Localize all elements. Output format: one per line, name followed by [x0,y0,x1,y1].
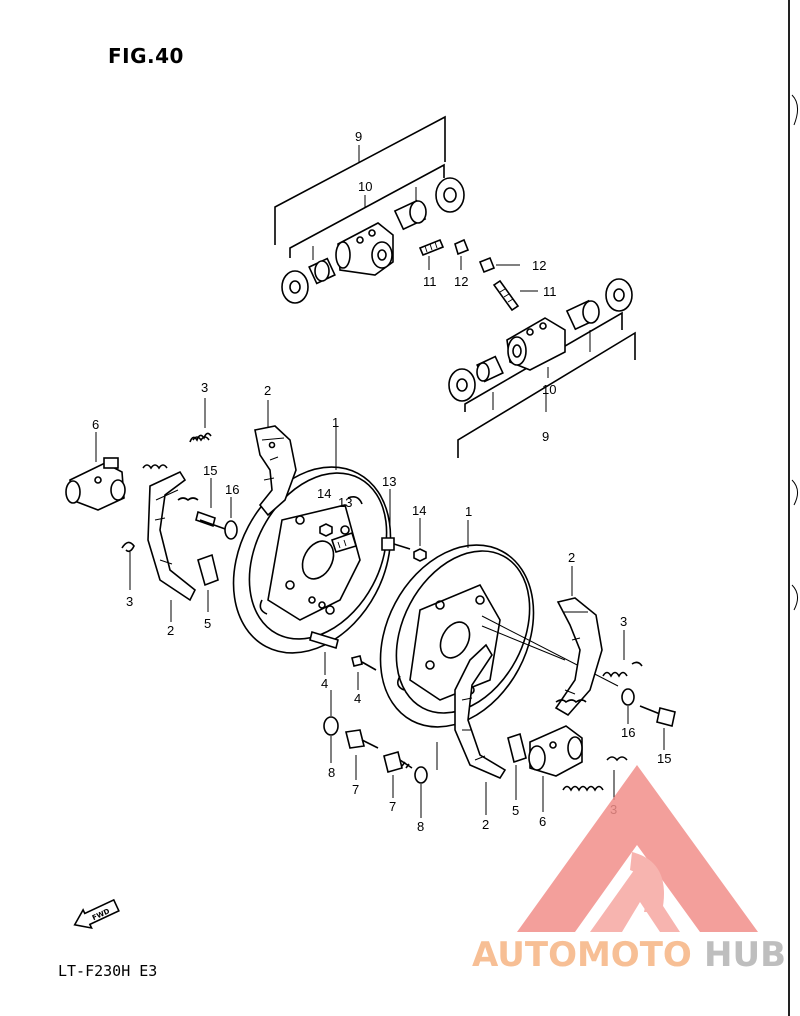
left-nut-14 [319,523,333,537]
left-spring-lower [121,541,135,590]
callout-9: 9 [355,129,362,144]
left-washer-16 [224,497,238,540]
callout-10: 10 [542,382,556,397]
right-washer-16 [621,688,635,724]
upper-boot-right [435,177,465,213]
callout-6: 6 [92,417,99,432]
right-bolt-15 [639,705,676,750]
right-washer-8 [414,766,428,818]
left-brake-shoe-lower [147,470,199,602]
upper-cylinder-body [335,222,394,276]
left-brake-assembly [65,398,427,780]
lower-bleeder-screw [492,279,538,312]
callout-13: 13 [338,495,352,510]
lower-piston-left [476,355,504,383]
left-retainer-pin [197,553,219,612]
right-brake-shoe-upper [554,597,603,717]
callout-1: 1 [465,504,472,519]
right-spring-upper [602,630,643,678]
callout-15: 15 [657,751,671,766]
callout-3: 3 [126,594,133,609]
callout-12: 12 [454,274,468,289]
callout-2: 2 [568,550,575,565]
left-nut-14b [413,518,427,562]
callout-6: 6 [539,814,546,829]
leader-line [481,625,566,661]
watermark-text-automoto: AUTOMOTO [472,935,692,975]
callout-14: 14 [412,503,426,518]
automotohub-logo-icon [517,765,758,932]
left-bolt-13b [381,489,411,551]
callout-7: 7 [352,782,359,797]
right-bolt-7 [383,751,413,798]
left-brake-shoe-upper [254,425,297,517]
model-code: LT-F230H E3 [58,962,158,980]
left-brake-panel [232,466,392,654]
lower-boot-right [605,278,633,312]
callout-11: 11 [423,274,437,289]
upper-bleeder-cap [454,238,470,270]
left-bolt-7 [345,729,379,780]
callout-3: 3 [201,380,208,395]
callout-5: 5 [204,616,211,631]
callout-8: 8 [328,765,335,780]
callout-5: 5 [512,803,519,818]
callout-14: 14 [317,486,331,501]
left-anchor-pin-4b [351,655,377,690]
upper-piston-right [393,199,427,231]
upper-bleeder-screw [418,238,445,270]
right-wheel-cylinder [528,725,583,812]
bracket-9-upper [274,115,446,245]
figure-title: FIG.40 [108,44,184,68]
callout-1: 1 [332,415,339,430]
callout-4: 4 [354,691,361,706]
left-washer-8 [323,690,339,763]
upper-piston-left [308,257,336,285]
upper-boot-left [281,270,309,304]
right-retainer-pin [507,732,527,800]
lower-boot-left [448,368,476,402]
callout-3: 3 [620,614,627,629]
page-edge-mark [791,479,798,506]
callout-10: 10 [358,179,372,194]
callout-7: 7 [389,799,396,814]
lower-piston-right [565,299,600,331]
page-edge-mark [791,94,798,126]
callout-16: 16 [621,725,635,740]
watermark-text-hub: HUB [704,935,786,975]
callout-labels: 9 10 11 12 12 11 10 9 3 2 1 6 15 16 14 1… [92,129,671,834]
left-bolt-13 [330,531,358,553]
callout-8: 8 [417,819,424,834]
callout-2: 2 [264,383,271,398]
page-edge-mark [791,584,798,611]
left-wheel-cylinder [65,432,126,511]
upper-wheel-cylinder-group [274,115,470,304]
lower-cylinder-body [506,317,566,371]
right-brake-assembly [379,520,676,818]
left-anchor-pin-4 [309,630,339,675]
left-bolt-15 [195,478,229,531]
fwd-arrow-icon: FWD [73,898,120,930]
right-spring-lower [562,756,628,800]
lower-wheel-cylinder-group [448,256,636,458]
right-brake-shoe-lower [454,643,507,780]
callout-4: 4 [321,676,328,691]
callout-2: 2 [482,817,489,832]
right-brake-panel [379,544,535,728]
callout-12: 12 [532,258,546,273]
bracket-9-lower [457,331,636,458]
callout-9: 9 [542,429,549,444]
bracket-10-upper [289,163,445,258]
callout-2: 2 [167,623,174,638]
callout-16: 16 [225,482,239,497]
callout-11: 11 [543,284,557,299]
callout-13: 13 [382,474,396,489]
lower-bleeder-cap [478,256,520,274]
left-spring-upper [142,398,212,470]
callout-15: 15 [203,463,217,478]
